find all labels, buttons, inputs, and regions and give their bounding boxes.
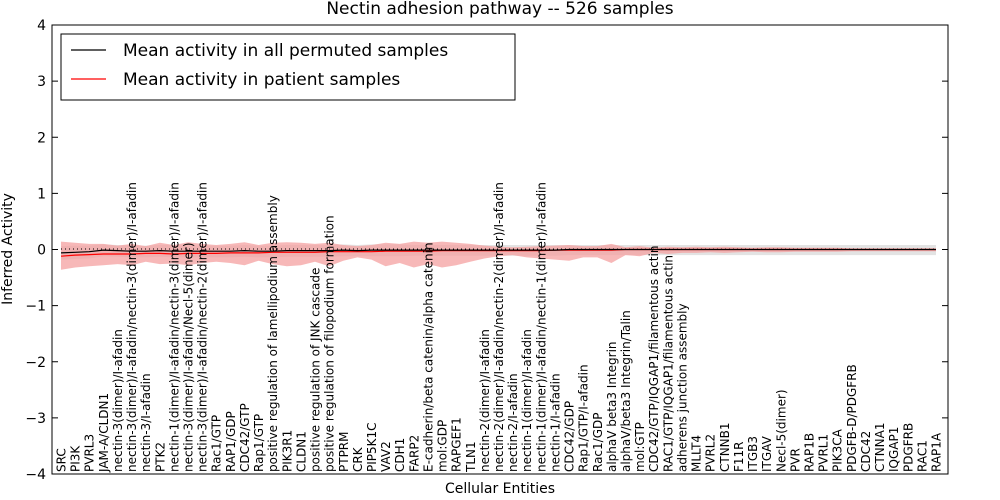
y-tick-label: 0 xyxy=(37,243,46,259)
x-tick-label: JAM-A/CLDN1 xyxy=(97,393,111,473)
x-tick-label: CTNNA1 xyxy=(873,422,887,472)
x-tick-label: nectin-3/I-afadin xyxy=(139,373,153,472)
x-tick-label: Rap1/GTP xyxy=(252,414,266,472)
x-tick-label: positive regulation of lamellipodium ass… xyxy=(266,195,280,472)
x-tick-label: nectin-3(dimer)/I-afadin xyxy=(111,329,125,472)
x-tick-label: FARP2 xyxy=(407,435,421,472)
x-tick-label: positive regulation of filopodium format… xyxy=(323,215,337,472)
x-tick-label: TLN1 xyxy=(464,441,478,473)
x-tick-label: PVRL2 xyxy=(704,434,718,472)
y-axis-label: Inferred Activity xyxy=(0,193,16,305)
x-tick-label: CLDN1 xyxy=(294,431,308,472)
x-tick-label: nectin-1(dimer)/I-afadin xyxy=(520,329,534,472)
x-tick-label: CDH1 xyxy=(393,438,407,472)
x-tick-label: positive regulation of JNK cascade xyxy=(309,268,323,472)
y-tick-label: −2 xyxy=(25,355,46,371)
x-tick-label: nectin-1/I-afadin xyxy=(549,373,563,472)
x-tick-label: VAV2 xyxy=(379,441,393,472)
x-tick-label: PIP5K1C xyxy=(365,422,379,472)
x-tick-label: PVRL1 xyxy=(817,434,831,472)
x-tick-label: RAP1/GDP xyxy=(224,411,238,472)
x-tick-label: nectin-1(dimer)/I-afadin/nectin-1(dimer)… xyxy=(534,182,548,472)
x-tick-label: PIK3R1 xyxy=(280,430,294,472)
x-axis-label: Cellular Entities xyxy=(445,481,555,497)
x-tick-label: CDC42 xyxy=(859,431,873,472)
x-tick-label: alphaV/beta3 Integrin/Talin xyxy=(619,310,633,472)
x-tick-label: IQGAP1 xyxy=(887,427,901,472)
y-tick-label: −3 xyxy=(25,411,46,427)
x-tick-label: nectin-3(dimer)/I-afadin/nectin-2(dimer)… xyxy=(196,182,210,472)
legend: Mean activity in all permuted samples Me… xyxy=(60,33,516,101)
x-tick-label: Necl-5(dimer) xyxy=(774,389,788,472)
x-tick-label: PDGFB-D/PDGFRB xyxy=(845,364,859,472)
y-tick-label: 1 xyxy=(37,186,46,202)
x-tick-label: RAC1 xyxy=(915,440,929,472)
x-tick-label: F11R xyxy=(732,441,746,472)
x-tick-label: adherens junction assembly xyxy=(676,303,690,472)
x-tick-label: CDC42/GTP/IQGAP1/filamentous actin xyxy=(647,246,661,472)
x-tick-label: RAP1B xyxy=(803,433,817,472)
legend-frame xyxy=(60,33,516,101)
x-tick-label: nectin-2/I-afadin xyxy=(506,373,520,472)
series-lines xyxy=(60,248,936,257)
x-tick-label: ITGAV xyxy=(760,435,774,472)
y-tick-label: 3 xyxy=(37,74,46,90)
x-tick-label: nectin-1(dimer)/I-afadin/nectin-3(dimer)… xyxy=(167,182,181,472)
x-tick-label: CTNNB1 xyxy=(718,422,732,472)
x-tick-label: PVRL3 xyxy=(83,434,97,472)
x-tick-label: PI3K xyxy=(69,445,83,472)
x-tick-label: PVR xyxy=(788,448,802,472)
x-tick-label: CDC42/GTP xyxy=(238,403,252,472)
x-tick-label: PIK3CA xyxy=(831,428,845,472)
x-tick-label: nectin-2(dimer)/I-afadin xyxy=(478,329,492,472)
x-tick-label: Rap1/GTP/I-afadin xyxy=(577,364,591,472)
y-tick-label: 4 xyxy=(37,18,46,34)
x-tick-label: PTK2 xyxy=(153,442,167,472)
x-tick-label: E-cadherin/beta catenin/alpha catenin xyxy=(421,242,435,472)
legend-label-permuted: Mean activity in all permuted samples xyxy=(123,41,448,61)
x-tick-label: CDC42/GDP xyxy=(563,401,577,472)
x-tick-label: Rac1/GDP xyxy=(591,413,605,472)
x-tick-label: nectin-3(dimer)/I-afadin/nectin-3(dimer)… xyxy=(125,182,139,472)
series-line-0 xyxy=(60,248,936,254)
x-tick-label: PTPRM xyxy=(337,432,351,473)
x-tick-label: Rac1/GTP xyxy=(210,415,224,472)
x-tick-label: nectin-2(dimer)/I-afadin/nectin-2(dimer)… xyxy=(492,182,506,472)
x-tick-label: PDGFRB xyxy=(901,423,915,472)
x-tick-label: ITGB3 xyxy=(746,436,760,472)
x-tick-label: nectin-3(dimer)/I-afadin/Necl-5(dimer) xyxy=(182,242,196,472)
y-axis-ticks: −4 −3 −2 −1 0 1 2 3 4 xyxy=(25,18,948,483)
x-tick-label: mol:GTP xyxy=(633,422,647,472)
y-tick-label: 2 xyxy=(37,130,46,146)
x-tick-label: alphaV beta3 Integrin xyxy=(605,341,619,472)
x-tick-label: CRK xyxy=(351,446,365,472)
legend-label-patient: Mean activity in patient samples xyxy=(123,70,400,90)
x-tick-label: MLLT4 xyxy=(690,435,704,472)
y-tick-label: −4 xyxy=(25,467,46,483)
x-tick-label: RAC1/GTP/IQGAP1/filamentous actin xyxy=(661,255,675,472)
x-tick-label: SRC xyxy=(55,448,69,472)
x-tick-label: RAP1A xyxy=(930,432,944,472)
x-tick-label: RAPGEF1 xyxy=(450,417,464,472)
chart-title: Nectin adhesion pathway -- 526 samples xyxy=(326,0,673,19)
y-tick-label: −1 xyxy=(25,299,46,315)
x-tick-label: mol:GDP xyxy=(436,420,450,472)
